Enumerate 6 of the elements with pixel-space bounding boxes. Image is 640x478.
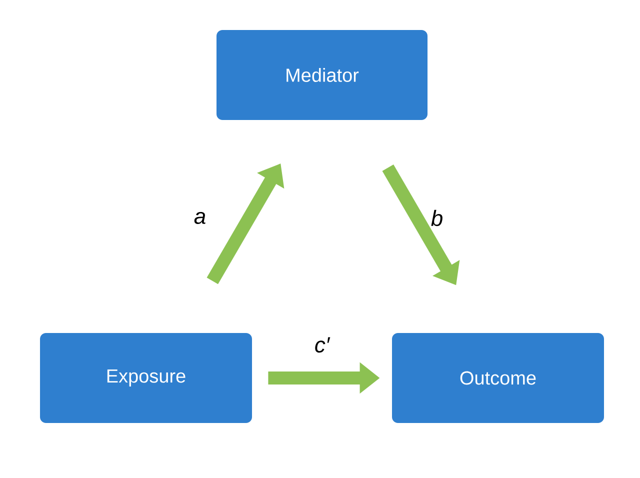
process-box: Outcome — [392, 332, 604, 423]
edge-label: c′ — [313, 336, 331, 354]
edge-label: a — [192, 210, 208, 226]
process-box: Mediator — [216, 30, 428, 120]
edge-label: b — [430, 208, 444, 228]
process-box: Exposure — [40, 332, 252, 423]
